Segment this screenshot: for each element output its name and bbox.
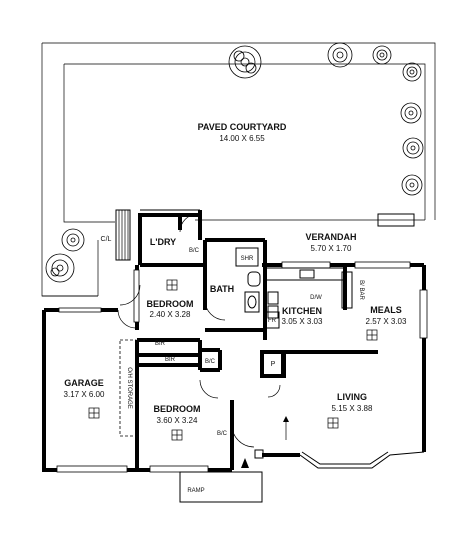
- shrub-icon: [402, 137, 424, 159]
- storage-label: O/H STORAGE: [126, 367, 132, 409]
- grid-icon: [171, 429, 183, 441]
- grid-icon: [166, 279, 178, 291]
- courtyard-boundary: [41, 42, 436, 297]
- kitchen-dims: 3.05 X 3.03: [282, 317, 323, 326]
- shrub-icon: [400, 102, 422, 124]
- pantry-label: P: [271, 361, 276, 368]
- dishwasher-label: D/W: [310, 295, 322, 301]
- courtyard-dims: 14.00 X 6.55: [219, 134, 265, 143]
- bedroom1-dims: 3.60 X 3.24: [157, 416, 198, 425]
- bir2-label: BIR: [165, 357, 176, 363]
- ramp-label: RAMP: [187, 488, 204, 494]
- bibar-label: B/ BAR: [358, 280, 364, 300]
- clothesline: [115, 209, 131, 261]
- fridge-label: FR: [268, 318, 277, 324]
- grid-icon: [327, 417, 339, 429]
- bedroom2-label: BEDROOM: [147, 299, 194, 309]
- courtyard-label: PAVED COURTYARD: [198, 122, 287, 132]
- clothesline-label: C/L: [101, 236, 112, 243]
- garage-dims: 3.17 X 6.00: [64, 390, 105, 399]
- grid-icon: [88, 407, 100, 419]
- living-label: LIVING: [337, 392, 367, 402]
- verandah-label: VERANDAH: [305, 232, 356, 242]
- meals-dims: 2.57 X 3.03: [366, 317, 407, 326]
- bath-label: BATH: [210, 284, 234, 294]
- shrub-icon: [61, 228, 85, 252]
- verandah-dims: 5.70 X 1.70: [311, 244, 352, 253]
- hall-bc-label: B/C: [205, 359, 216, 365]
- living-dims: 5.15 X 3.88: [332, 404, 373, 413]
- shrub-icon: [228, 45, 262, 79]
- meals-label: MEALS: [370, 305, 402, 315]
- shrub-icon: [402, 62, 422, 82]
- grid-icon: [366, 329, 378, 341]
- shrub-icon: [372, 45, 392, 65]
- doors: [117, 213, 281, 448]
- garage-label: GARAGE: [64, 378, 104, 388]
- shrub-icon: [45, 253, 75, 283]
- bedroom2-dims: 2.40 X 3.28: [150, 310, 191, 319]
- laundry-bc-label: B/C: [189, 248, 200, 254]
- verandah-outline: [140, 209, 425, 227]
- laundry-label: L'DRY: [150, 237, 176, 247]
- windows: [56, 261, 428, 473]
- shower-label: SHR: [241, 256, 254, 262]
- bedroom1-bc-label: B/C: [217, 431, 228, 437]
- bedroom1-label: BEDROOM: [154, 404, 201, 414]
- kitchen-label: KITCHEN: [282, 306, 322, 316]
- bir1-label: BIR: [155, 341, 166, 347]
- ramp-outline: [179, 471, 263, 503]
- shrub-icon: [401, 174, 423, 196]
- storage-outline: [119, 339, 137, 437]
- entry-arrows: [241, 416, 289, 468]
- kitchen-counters: [264, 267, 353, 329]
- room-grid-icons: [88, 279, 378, 441]
- shrub-icon: [327, 42, 353, 68]
- entry-arrow-icon: [241, 458, 249, 468]
- shrub-icons: [45, 42, 424, 283]
